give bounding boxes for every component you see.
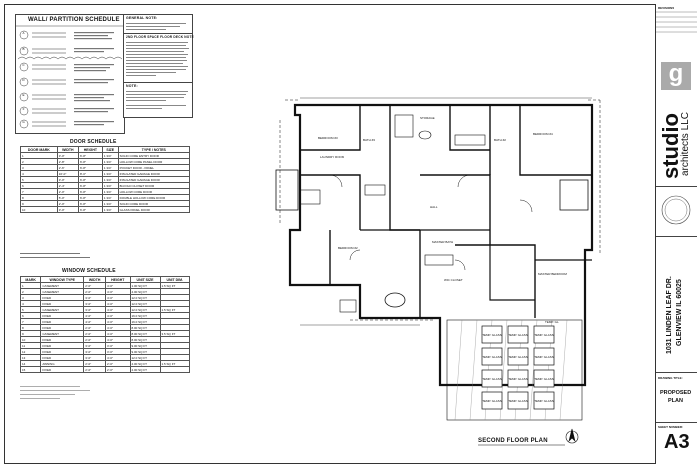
door-schedule-title: DOOR SCHEDULE bbox=[70, 139, 117, 145]
skylight bbox=[507, 325, 529, 344]
door-notes bbox=[20, 252, 100, 260]
room-master-bath: MASTER BATH bbox=[432, 240, 454, 244]
project-address-line-2: GLENVIEW IL 60025 bbox=[676, 279, 683, 346]
skylight-label: TEMP. GLASS bbox=[508, 333, 528, 337]
wall-type-b: B bbox=[22, 47, 25, 51]
sheet-number: A3 bbox=[664, 431, 690, 453]
skylight-label: TEMP. GLASS bbox=[534, 333, 554, 337]
room-master-bedroom: MASTER BEDROOM bbox=[538, 272, 567, 276]
revisions-label: REVISIONS bbox=[658, 6, 675, 10]
room-bath-2: BATH #2 bbox=[494, 138, 506, 142]
general-note-block: GENERAL NOTE: bbox=[123, 14, 193, 34]
wall-schedule-graphics bbox=[16, 25, 124, 129]
north-arrow-icon bbox=[565, 428, 579, 444]
skylight bbox=[533, 347, 555, 366]
window-row-cell: 15 bbox=[19, 366, 42, 373]
general-note-title: GENERAL NOTE: bbox=[126, 16, 158, 20]
skylight bbox=[481, 391, 503, 410]
skylight-label: TEMP. GLASS bbox=[482, 399, 502, 403]
window-row-cell bbox=[159, 366, 191, 373]
skylight-label: TEMP. GLASS bbox=[534, 377, 554, 381]
firm-logo: g bbox=[661, 62, 691, 90]
skylight bbox=[481, 347, 503, 366]
drawing-title-2: PLAN bbox=[668, 398, 683, 404]
wall-schedule-title: WALL/ PARTITION SCHEDULE bbox=[28, 17, 120, 23]
project-address-line-1: 1031 LINDEN LEAF DR. bbox=[666, 276, 673, 354]
skylight-label: TEMP. GLASS bbox=[482, 377, 502, 381]
sheet-number-label: SHEET NUMBER: bbox=[658, 425, 684, 429]
logo-letter: g bbox=[668, 60, 684, 87]
skylight-label: TEMP. GLASS bbox=[534, 399, 554, 403]
room-storage: STORAGE bbox=[420, 116, 435, 120]
wall-type-e: E bbox=[22, 93, 25, 97]
note-title: NOTE: bbox=[126, 84, 138, 88]
plan-title: SECOND FLOOR PLAN bbox=[478, 438, 548, 444]
firm-name: studio bbox=[658, 113, 683, 179]
room-laundry: LAUNDRY ROOM bbox=[320, 155, 345, 159]
window-schedule-table: MARK WINDOW TYPE WIDTH HEIGHT UNIT SIZE … bbox=[19, 276, 191, 373]
skylight bbox=[533, 391, 555, 410]
skylight-label: TEMP. GLASS bbox=[534, 355, 554, 359]
wall-type-d: D bbox=[22, 78, 25, 82]
wall-type-f: F bbox=[22, 107, 25, 111]
window-row-cell: FIXED bbox=[40, 366, 85, 373]
note-block: NOTE: bbox=[123, 82, 193, 118]
room-temp-gl: TEMP. GL. bbox=[545, 320, 560, 324]
floor-deck-note-block: 2ND FLOOR SPACE FLOOR DECK NOTE bbox=[123, 33, 194, 83]
door-row-cell: GLASS PANEL DOOR bbox=[117, 206, 191, 213]
skylight-label: TEMP. GLASS bbox=[482, 333, 502, 337]
room-hall: HALL bbox=[430, 205, 438, 209]
skylight bbox=[481, 369, 503, 388]
window-schedule-title: WINDOW SCHEDULE bbox=[62, 268, 116, 274]
wall-type-g: G bbox=[22, 120, 25, 124]
firm-subname: architects LLC bbox=[680, 112, 691, 176]
room-bedroom-2: BEDROOM #2 bbox=[338, 246, 358, 250]
skylight bbox=[533, 369, 555, 388]
skylight bbox=[481, 325, 503, 344]
window-schedule-header: MARK WINDOW TYPE WIDTH HEIGHT UNIT SIZE … bbox=[19, 276, 191, 283]
window-row-cell: 2'-0" bbox=[105, 366, 131, 373]
skylight-label: TEMP. GLASS bbox=[482, 355, 502, 359]
wall-type-c: C bbox=[22, 63, 25, 67]
skylight bbox=[507, 369, 529, 388]
room-bath-3: BATH #3 bbox=[363, 138, 375, 142]
skylight bbox=[533, 325, 555, 344]
door-row-cell: 6'-8" bbox=[77, 206, 103, 213]
skylight bbox=[507, 391, 529, 410]
wall-schedule-block: WALL/ PARTITION SCHEDULE bbox=[15, 14, 125, 134]
room-bedroom-4: BEDROOM #4 bbox=[533, 132, 553, 136]
title-block: REVISIONS g studio architects LLC 1031 L… bbox=[655, 4, 697, 462]
skylight-label: TEMP. GLASS bbox=[508, 377, 528, 381]
seal-icon bbox=[661, 195, 691, 225]
skylight-label: TEMP. GLASS bbox=[508, 399, 528, 403]
drawing-title-label: DRAWING TITLE: bbox=[658, 376, 683, 380]
skylight-label: TEMP. GLASS bbox=[508, 355, 528, 359]
door-schedule-table: DOOR MARK WIDTH HEIGHT SIZE TYPE / NOTES… bbox=[20, 146, 191, 213]
room-bedroom-3: BEDROOM #3 bbox=[318, 136, 338, 140]
door-row-cell: 3'-0" bbox=[56, 206, 79, 213]
skylight bbox=[507, 347, 529, 366]
wall-type-a: A bbox=[22, 31, 25, 35]
room-wic: WIC CLOSET bbox=[444, 278, 463, 282]
drawing-title-1: PROPOSED bbox=[660, 390, 692, 396]
floor-deck-note-title: 2ND FLOOR SPACE FLOOR DECK NOTE bbox=[126, 35, 194, 39]
